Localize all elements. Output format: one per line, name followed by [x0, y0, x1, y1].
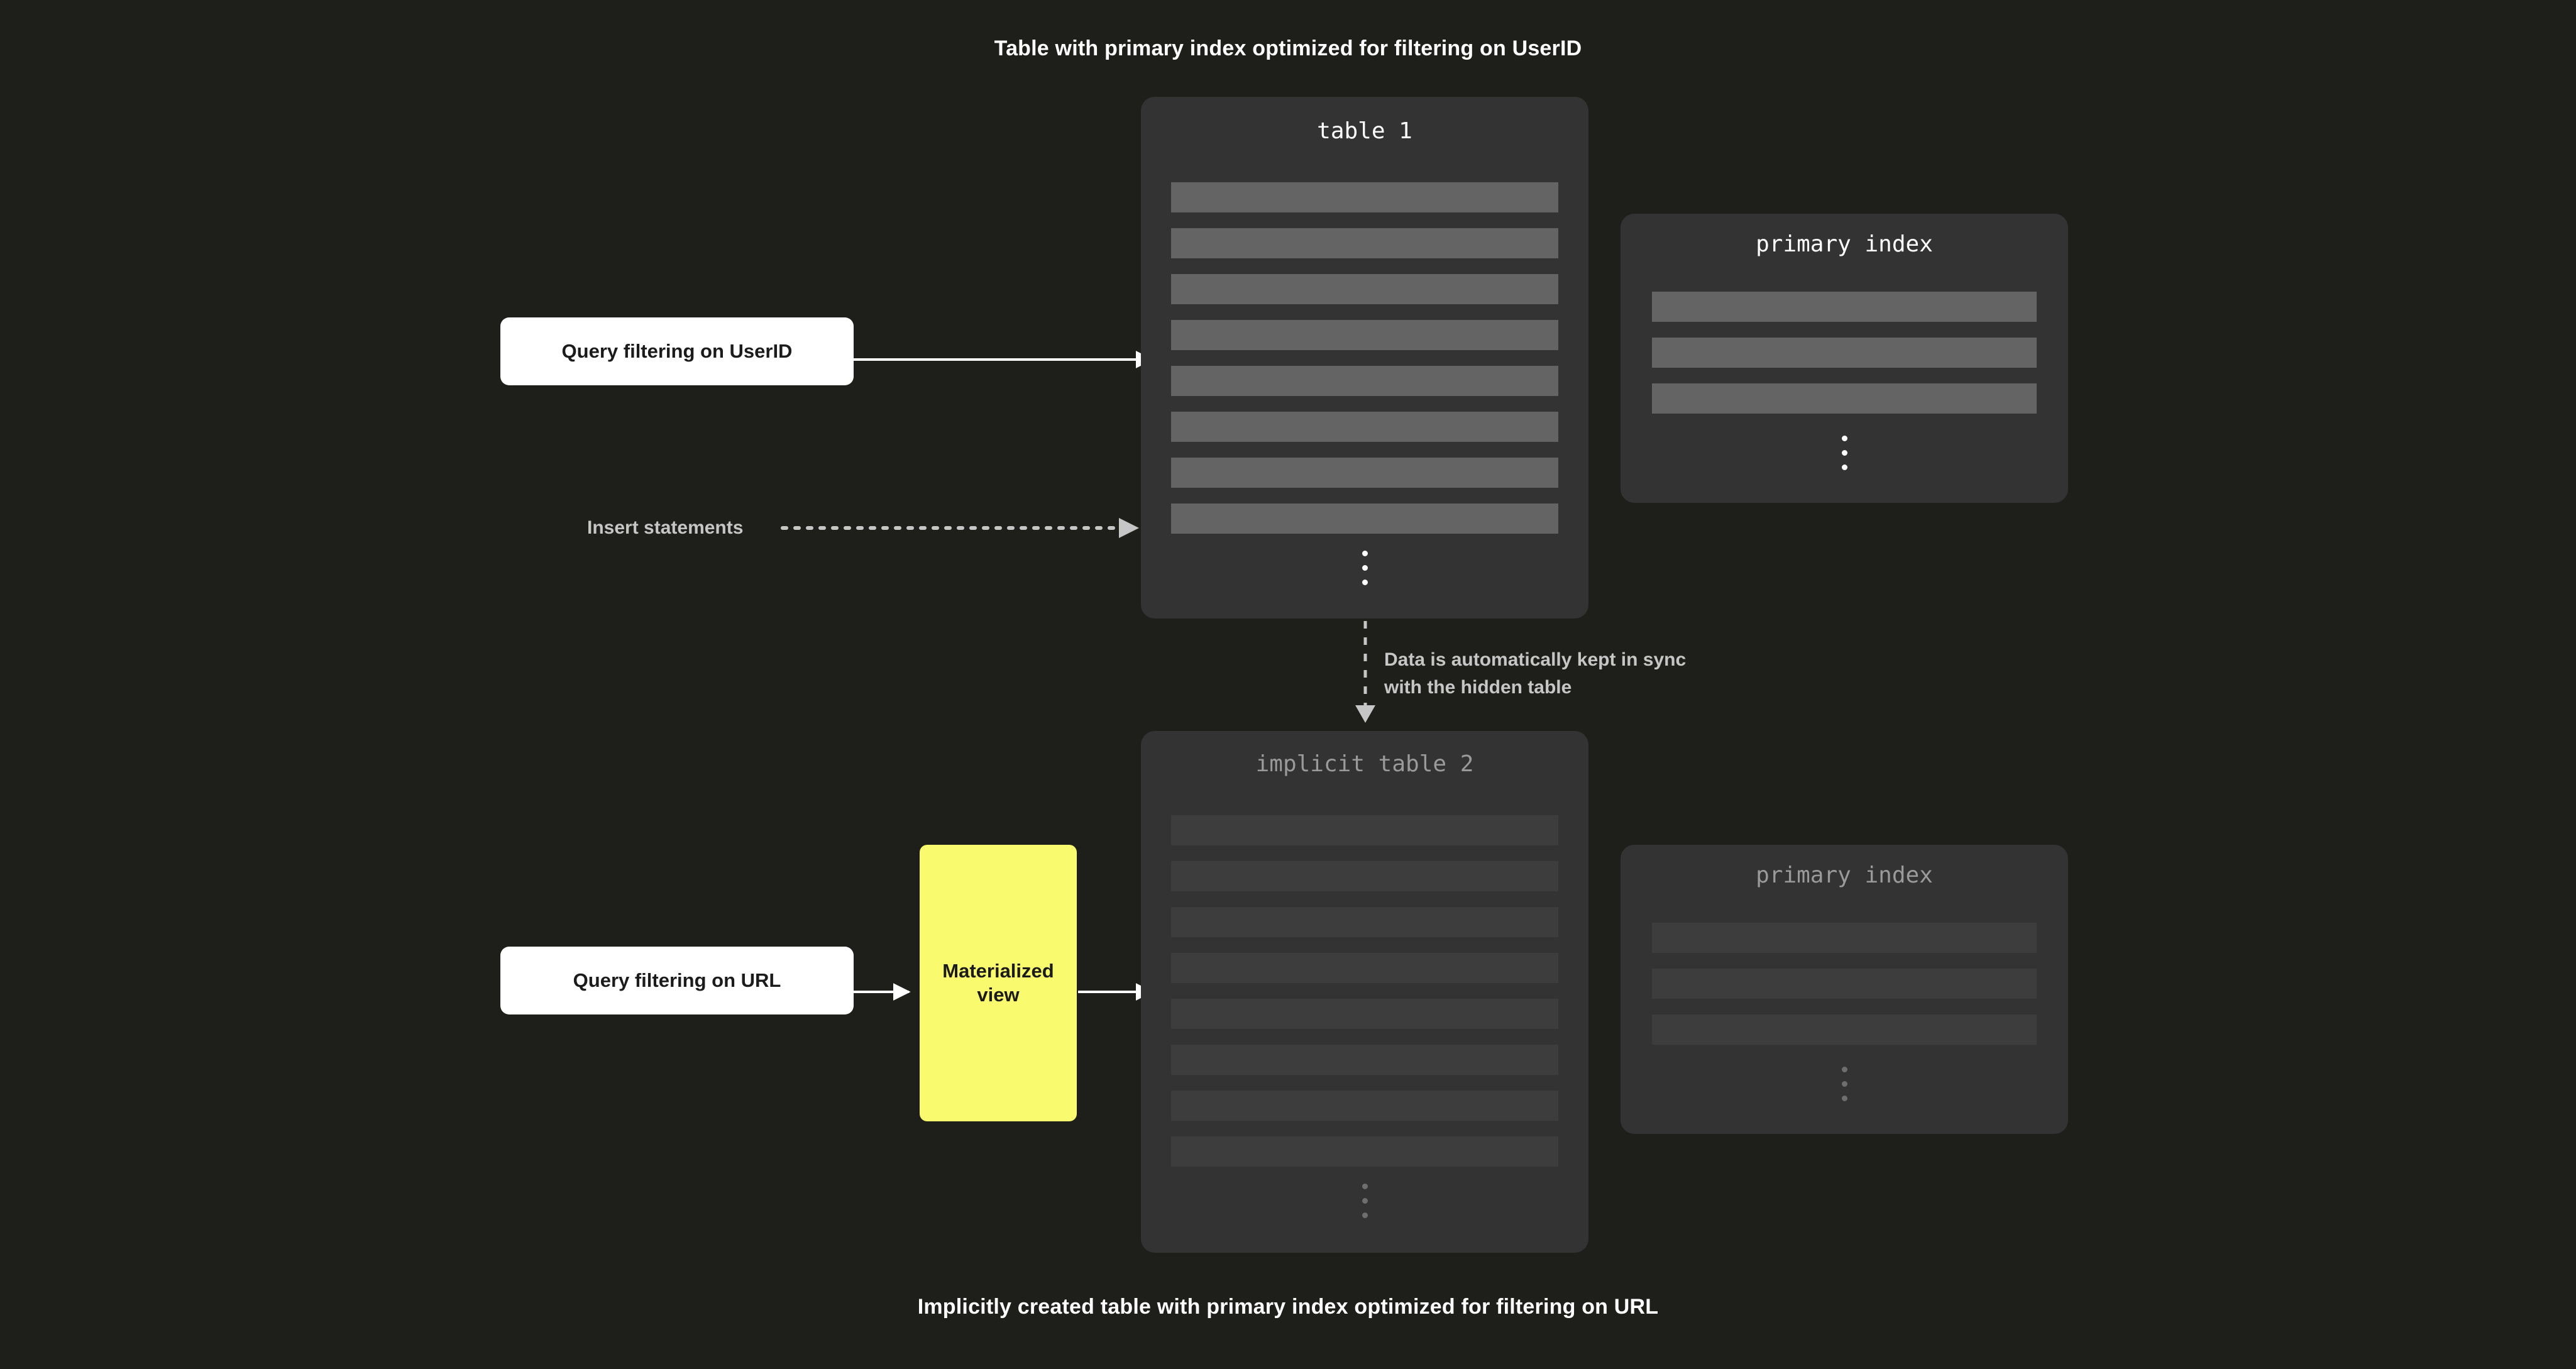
primary-index-2-ellipsis-icon	[1621, 1067, 2068, 1101]
query-filtering-on-url-chip[interactable]: Query filtering on URL	[500, 947, 854, 1014]
top-caption: Table with primary index optimized for f…	[994, 36, 1582, 60]
query-filtering-on-userid-chip[interactable]: Query filtering on UserID	[500, 317, 854, 385]
table-row	[1171, 458, 1558, 488]
bottom-caption: Implicitly created table with primary in…	[917, 1295, 1659, 1319]
primary-index-1-rows	[1652, 292, 2037, 414]
implicit-table-2-ellipsis-icon	[1141, 1184, 1588, 1218]
connector-table1-to-table2	[1355, 621, 1375, 723]
table-row	[1171, 503, 1558, 534]
table-1-rows	[1171, 182, 1558, 534]
index-row	[1652, 338, 2037, 368]
table-row	[1171, 953, 1558, 983]
table-row	[1171, 182, 1558, 212]
table-1-ellipsis-icon	[1141, 551, 1588, 585]
table-row	[1171, 815, 1558, 845]
primary-index-1-card[interactable]: primary index	[1621, 214, 2068, 503]
implicit-table-2-card[interactable]: implicit table 2	[1141, 731, 1588, 1253]
index-row	[1652, 292, 2037, 322]
table-row	[1171, 366, 1558, 396]
insert-statements-label: Insert statements	[587, 517, 744, 538]
implicit-table-2-title: implicit table 2	[1255, 751, 1474, 777]
primary-index-1-title: primary index	[1756, 231, 1933, 257]
table-row	[1171, 412, 1558, 442]
table-row	[1171, 1091, 1558, 1121]
table-row	[1171, 1045, 1558, 1075]
implicit-table-2-rows	[1171, 815, 1558, 1167]
table-row	[1171, 1136, 1558, 1167]
table-row	[1171, 907, 1558, 937]
sync-note-label: Data is automatically kept in sync with …	[1384, 649, 1687, 698]
connector-insert-statements-to-table1	[781, 518, 1139, 538]
table-row	[1171, 320, 1558, 350]
index-row	[1652, 383, 2037, 414]
primary-index-2-card[interactable]: primary index	[1621, 845, 2068, 1134]
materialized-view-chip[interactable]: Materialized view	[920, 845, 1077, 1121]
table-1-title: table 1	[1317, 118, 1412, 144]
primary-index-2-title: primary index	[1756, 862, 1933, 888]
primary-index-1-ellipsis-icon	[1621, 436, 2068, 470]
index-row	[1652, 969, 2037, 999]
index-row	[1652, 1014, 2037, 1045]
table-row	[1171, 999, 1558, 1029]
table-row	[1171, 861, 1558, 891]
index-row	[1652, 923, 2037, 953]
table-row	[1171, 228, 1558, 258]
table-row	[1171, 274, 1558, 304]
table-1-card[interactable]: table 1	[1141, 97, 1588, 619]
primary-index-2-rows	[1652, 923, 2037, 1045]
